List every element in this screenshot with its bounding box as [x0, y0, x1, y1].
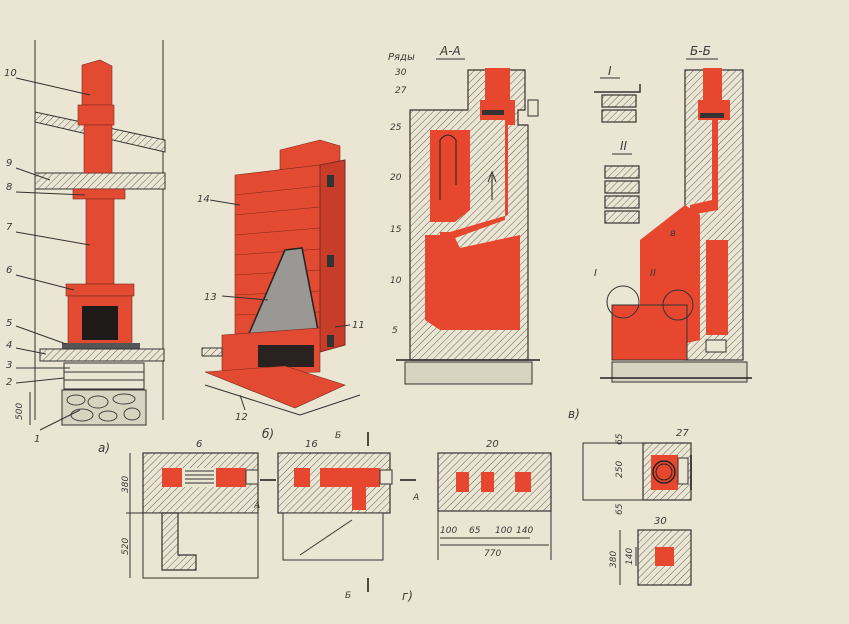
- row-mark-25: 25: [390, 123, 402, 133]
- dimension-500: 500: [15, 403, 25, 420]
- dim-100b: 100: [495, 526, 512, 536]
- row-mark-10: 10: [390, 276, 402, 286]
- plan-30-label: 30: [654, 516, 667, 527]
- cut-a-label: А: [253, 501, 260, 511]
- dim-380-30: 380: [609, 551, 619, 568]
- section-aa-title: А-А: [439, 44, 461, 58]
- callout-14: 14: [197, 194, 210, 205]
- row-mark-27: 27: [395, 86, 407, 96]
- cleanout-door: [327, 335, 334, 347]
- detail-2-label: II: [620, 139, 628, 153]
- figure-a-caption: а): [98, 441, 110, 455]
- callout-9: 9: [6, 158, 12, 169]
- firebox-section: [425, 235, 440, 330]
- chimney-cap: [81, 59, 113, 106]
- floor: [39, 348, 165, 362]
- plan-row-6: 6 380 520 А: [121, 439, 276, 579]
- callout-12: 12: [235, 412, 248, 423]
- column-cap: [72, 188, 126, 200]
- dim-770: 770: [484, 549, 501, 559]
- callout-10: 10: [4, 68, 17, 79]
- dim-250: 250: [615, 461, 625, 478]
- callout-8: 8: [6, 182, 12, 193]
- plan-20-label: 20: [486, 439, 499, 450]
- damper-door: [527, 99, 539, 117]
- flow-arrow: [439, 134, 457, 200]
- foundation-b: [611, 361, 748, 383]
- vent: [327, 255, 334, 267]
- figure-g-caption: г): [402, 589, 413, 603]
- detail-circle-1: [606, 285, 640, 319]
- figure-v-caption: в): [568, 407, 580, 421]
- foundation: [404, 361, 533, 385]
- row-mark-15: 15: [390, 225, 402, 235]
- plan-row-30: 30 380 140: [609, 516, 692, 586]
- cut-a-label-16: А: [412, 493, 419, 503]
- section-bb-title: Б-Б: [690, 44, 711, 58]
- hearth-base: [204, 365, 346, 409]
- vent: [327, 175, 334, 187]
- cut-b-bottom-label: Б: [345, 591, 351, 601]
- rows-label: Ряды: [388, 52, 415, 63]
- dim-520: 520: [121, 538, 131, 555]
- dim-140: 140: [516, 526, 533, 536]
- flow-label: в: [670, 228, 676, 239]
- base: [63, 362, 145, 390]
- row-mark-20: 20: [390, 173, 402, 183]
- details: I II: [594, 64, 641, 224]
- callout-5: 5: [6, 318, 12, 329]
- callout-2: 2: [6, 377, 12, 388]
- chimney-column: [85, 198, 115, 285]
- callout-1: 1: [34, 434, 40, 445]
- dim-65-bottom: 65: [615, 503, 625, 515]
- cut-b-top-label: Б: [335, 431, 341, 441]
- row-mark-30: 30: [395, 68, 407, 78]
- firebox-b: [611, 304, 688, 361]
- callout-13: 13: [204, 292, 217, 303]
- detail-circle-2: [662, 289, 694, 321]
- ash-grate: [201, 347, 223, 357]
- detail-1-flashing: [594, 84, 641, 93]
- detail-1-label: I: [608, 64, 612, 78]
- upper-channel: [430, 130, 470, 222]
- callout-6: 6: [6, 265, 12, 276]
- channel-b: [706, 240, 728, 335]
- plan-row-16: 16 А Б Б г): [277, 431, 419, 603]
- dim-380: 380: [121, 476, 131, 493]
- figure-b-caption: б): [262, 427, 274, 441]
- fireplace-opening: [82, 306, 118, 340]
- plan-row-20: 20 100 65 100 140 770: [437, 439, 552, 560]
- dim-140-30: 140: [625, 548, 635, 565]
- circle-2-label: II: [650, 268, 656, 279]
- dim-65: 65: [469, 526, 481, 536]
- section-a-a: Ряды А-А 30 27 25 20 15 10 5: [388, 44, 540, 385]
- callout-4: 4: [6, 340, 12, 351]
- chimney-collar: [77, 104, 115, 126]
- ceiling-slab: [34, 172, 166, 190]
- flue-channel: [440, 68, 520, 330]
- flue-b: [690, 68, 730, 215]
- firebox-opening: [258, 345, 314, 367]
- plan-6-label: 6: [196, 439, 202, 450]
- dim-65-top: 65: [615, 433, 625, 445]
- plan-27-label: 27: [676, 428, 689, 439]
- callout-11: 11: [352, 320, 365, 331]
- damper: [482, 110, 504, 115]
- callout-7: 7: [6, 222, 13, 233]
- dim-100: 100: [440, 526, 457, 536]
- hearth-plate: [62, 343, 140, 349]
- fireplace-top: [65, 283, 135, 297]
- section-b-b: Б-Б I II в в): [568, 44, 752, 421]
- plan-row-27: 27 65 250 65: [582, 428, 692, 515]
- circle-1-label: I: [594, 268, 597, 279]
- plan-16-label: 16: [305, 439, 318, 450]
- figure-a-fireplace-elevation: 10 9 8 7 6 5 4 3 2 1 500 а): [4, 40, 166, 455]
- figure-b-fireplace-isometric: 14 13 11 12 б): [197, 139, 365, 441]
- row-mark-5: 5: [392, 326, 398, 336]
- chimney-pipe: [83, 124, 113, 174]
- flow-arrow-up: [487, 170, 497, 200]
- callout-3: 3: [6, 360, 12, 371]
